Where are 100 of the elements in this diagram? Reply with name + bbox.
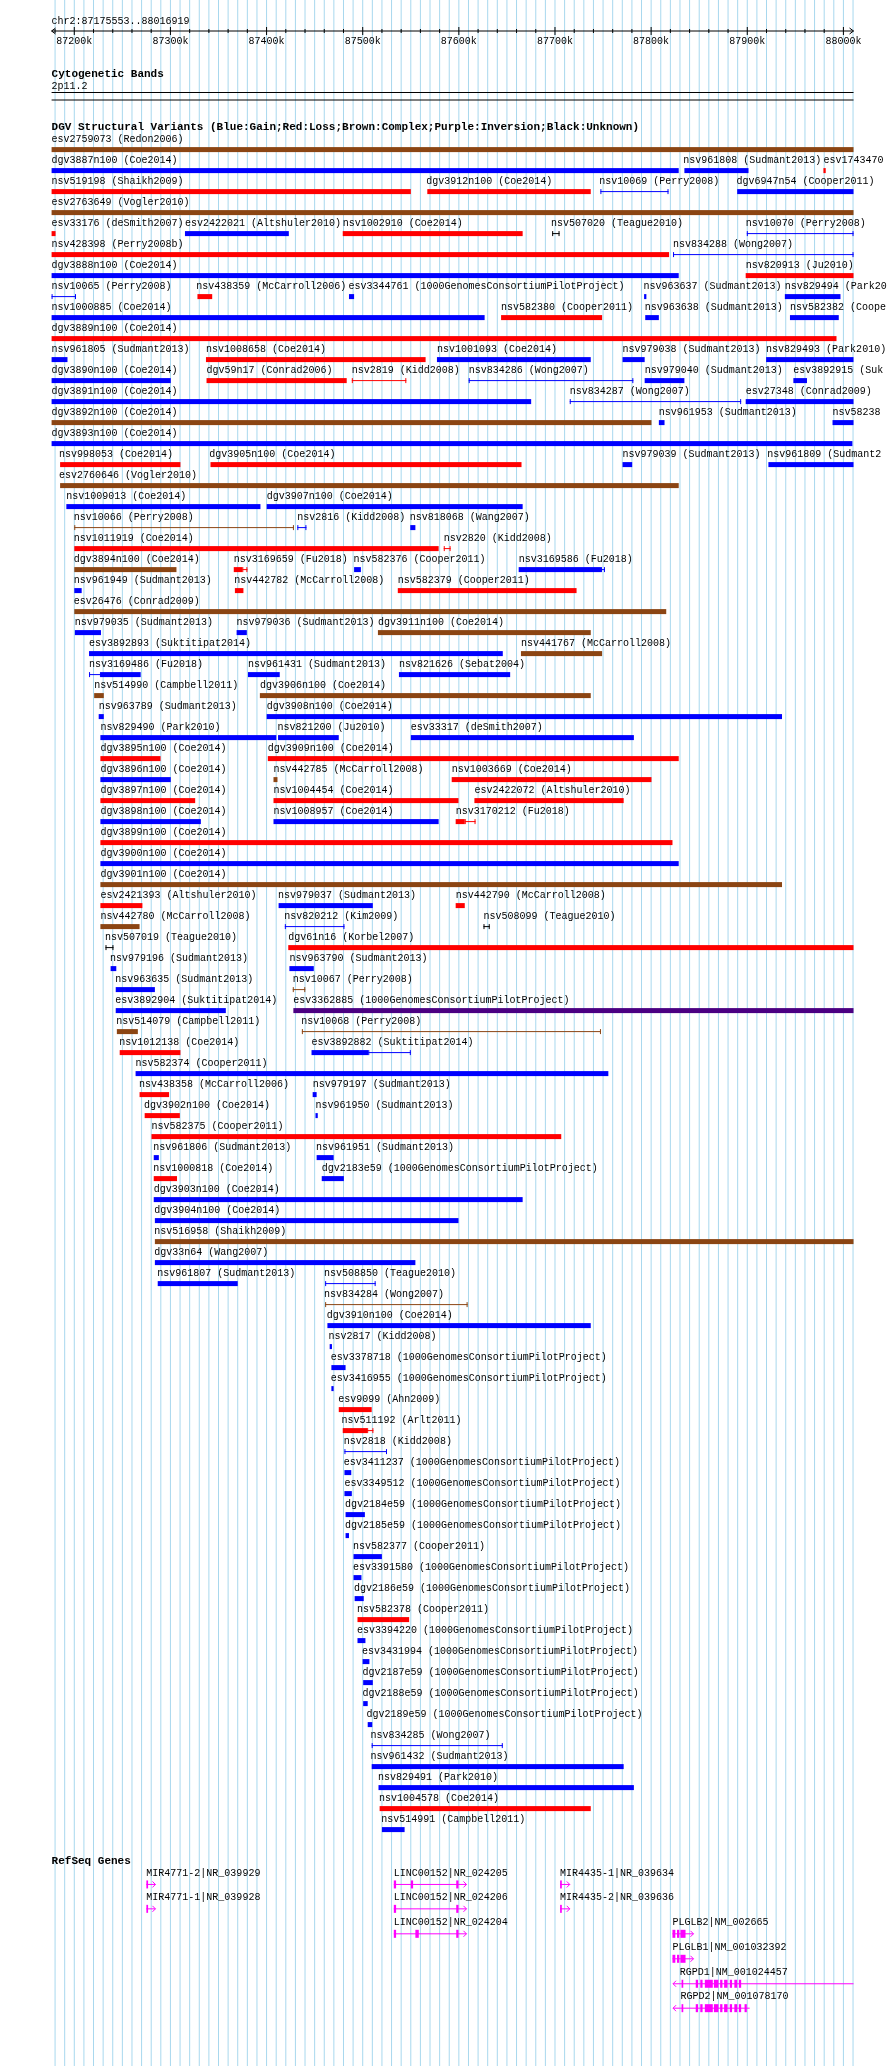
variant-label: dgv3892n100 (Coe2014)	[51, 407, 178, 419]
gene-label: MIR4435-1|NR_039634	[560, 1867, 675, 1879]
variant-label: dgv3909n100 (Coe2014)	[267, 743, 394, 755]
variant-label: dgv3895n100 (Coe2014)	[100, 743, 227, 755]
variant-label: dgv6947n54 (Cooper2011)	[736, 176, 875, 188]
variant-label: nsv961805 (Sudmant2013)	[51, 344, 190, 356]
variant-label: esv3411237 (1000GenomesConsortiumPilotProject)	[343, 1457, 620, 1469]
variant-label: nsv514991 (Campbell2011)	[381, 1814, 526, 1826]
variant-label: esv3892904 (Suktitipat2014)	[115, 995, 278, 1007]
variant-label: nsv829494 (Park20	[784, 281, 887, 293]
variant-label: esv2763649 (Vogler2010)	[51, 197, 190, 209]
variant-label: dgv3901n100 (Coe2014)	[100, 869, 227, 881]
variant-label: esv3431994 (1000GenomesConsortiumPilotProject)	[362, 1646, 639, 1658]
variant-label: nsv961432 (Sudmant2013)	[370, 1751, 509, 1763]
variant-label: esv3892882 (Suktitipat2014)	[311, 1037, 474, 1049]
variant-label: nsv442785 (McCarroll2008)	[273, 764, 424, 776]
tick-label: 87400k	[248, 35, 285, 47]
variant-label: dgv33n64 (Wang2007)	[154, 1247, 269, 1259]
variant-label: nsv1012138 (Coe2014)	[119, 1037, 240, 1049]
variant-label: nsv3169586 (Fu2018)	[518, 554, 633, 566]
variant-label: nsv834284 (Wong2007)	[324, 1289, 445, 1301]
variant-label: nsv2817 (Kidd2008)	[328, 1331, 437, 1343]
variant-label: nsv582379 (Cooper2011)	[397, 575, 530, 587]
variant-label: esv3892893 (Suktitipat2014)	[89, 638, 252, 650]
variant-label: nsv820913 (Ju2010)	[745, 260, 854, 272]
tick-label: 87600k	[440, 35, 477, 47]
variant-label: nsv963789 (Sudmant2013)	[98, 701, 237, 713]
gene-label: RGPD1|NM_001024457	[679, 1966, 788, 1978]
variant-label: nsv2816 (Kidd2008)	[297, 512, 406, 524]
variant-label: nsv2818 (Kidd2008)	[343, 1436, 452, 1448]
variant-label: nsv820212 (Kim2009)	[284, 911, 399, 923]
variant-label: nsv511192 (Arlt2011)	[341, 1415, 462, 1427]
variant-label: nsv829491 (Park2010)	[377, 1772, 498, 1784]
tick-label: 87900k	[729, 35, 766, 47]
variant-label: nsv961808 (Sudmant2013)	[683, 155, 822, 167]
variant-label: nsv1008957 (Coe2014)	[273, 806, 394, 818]
variant-label: nsv3169486 (Fu2018)	[89, 659, 204, 671]
variant-label: dgv3890n100 (Coe2014)	[51, 365, 178, 377]
variant-label: nsv979196 (Sudmant2013)	[110, 953, 249, 965]
variant-label: nsv1004578 (Coe2014)	[379, 1793, 500, 1805]
variant-label: esv33176 (deSmith2007)	[51, 218, 184, 230]
variant-label: dgv3906n100 (Coe2014)	[259, 680, 386, 692]
variant-label: nsv10067 (Perry2008)	[292, 974, 413, 986]
variant-label: nsv58238	[832, 407, 881, 419]
variant-label: nsv2819 (Kidd2008)	[351, 365, 460, 377]
gene-label: LINC00152|NR_024205	[393, 1867, 508, 1879]
variant-label: dgv3911n100 (Coe2014)	[377, 617, 504, 629]
variant-label: dgv3897n100 (Coe2014)	[100, 785, 227, 797]
tick-label: 87800k	[633, 35, 670, 47]
variant-label: nsv582380 (Cooper2011)	[501, 302, 634, 314]
variant-label: nsv1004454 (Coe2014)	[273, 785, 394, 797]
gene-label: MIR4435-2|NR_039636	[560, 1892, 675, 1903]
tick-label: 87500k	[344, 35, 381, 47]
variant-label: nsv508099 (Teague2010)	[483, 911, 616, 923]
gene-label: PLGLB1|NM_001032392	[672, 1941, 787, 1953]
variant-label: nsv442790 (McCarroll2008)	[455, 890, 606, 902]
variant-label: dgv2188e59 (1000GenomesConsortiumPilotProject)	[362, 1688, 639, 1700]
variant-label: esv3344761 (1000GenomesConsortiumPilotProject)	[348, 281, 625, 293]
variant-label: nsv961951 (Sudmant2013)	[316, 1142, 455, 1154]
variant-label: nsv829490 (Park2010)	[100, 722, 221, 734]
variant-label: nsv961953 (Sudmant2013)	[658, 407, 797, 419]
variant-label: nsv582375 (Cooper2011)	[151, 1121, 284, 1133]
track-title: RefSeq Genes	[51, 1855, 131, 1867]
variant-label: nsv979036 (Sudmant2013)	[236, 617, 375, 629]
variant-label: dgv2186e59 (1000GenomesConsortiumPilotProject)	[354, 1583, 631, 1595]
variant-label: nsv979037 (Sudmant2013)	[278, 890, 417, 902]
gene-label: MIR4771-2|NR_039929	[146, 1867, 261, 1879]
variant-label: dgv59n17 (Conrad2006)	[206, 365, 333, 377]
variant-label: nsv1000818 (Coe2014)	[153, 1163, 274, 1175]
variant-label: nsv1000885 (Coe2014)	[51, 302, 172, 314]
variant-label: nsv438358 (McCarroll2006)	[139, 1079, 289, 1091]
variant-label: nsv507019 (Teague2010)	[104, 932, 237, 944]
variant-label: nsv3170212 (Fu2018)	[455, 806, 570, 818]
variant-label: esv26476 (Conrad2009)	[73, 596, 200, 608]
variant-label: nsv961806 (Sudmant2013)	[153, 1142, 292, 1154]
variant-label: nsv438359 (McCarroll2006)	[196, 281, 347, 293]
variant-label: nsv442780 (McCarroll2008)	[100, 911, 251, 923]
variant-label: nsv829493 (Park2010)	[766, 344, 887, 356]
variant-label: dgv2183e59 (1000GenomesConsortiumPilotProject)	[321, 1163, 598, 1175]
variant-label: nsv519198 (Shaikh2009)	[51, 176, 184, 188]
variant-label: nsv818068 (Wang2007)	[409, 512, 530, 524]
gene-label: LINC00152|NR_024204	[393, 1916, 508, 1928]
variant-label: dgv3900n100 (Coe2014)	[100, 848, 227, 860]
variant-label: nsv821200 (Ju2010)	[277, 722, 386, 734]
variant-label: dgv3898n100 (Coe2014)	[100, 806, 227, 818]
variant-label: dgv3912n100 (Coe2014)	[426, 176, 553, 188]
gene-label: LINC00152|NR_024206	[393, 1892, 508, 1903]
variant-label: nsv961807 (Sudmant2013)	[157, 1268, 296, 1280]
variant-label: nsv508850 (Teague2010)	[324, 1268, 457, 1280]
variant-label: esv1743470	[823, 155, 884, 167]
variant-label: dgv3894n100 (Coe2014)	[73, 554, 200, 566]
variant-label: dgv3896n100 (Coe2014)	[100, 764, 227, 776]
variant-label: esv2759073 (Redon2006)	[51, 134, 184, 146]
variant-label: nsv979035 (Sudmant2013)	[74, 617, 213, 629]
variant-label: esv3391580 (1000GenomesConsortiumPilotProject)	[352, 1562, 629, 1574]
variant-label: nsv10068 (Perry2008)	[301, 1016, 422, 1028]
variant-label: nsv1009013 (Coe2014)	[66, 491, 187, 503]
variant-label: esv2422021 (Altshuler2010)	[184, 218, 341, 230]
variant-label: dgv3887n100 (Coe2014)	[51, 155, 178, 167]
variant-label: nsv961809 (Sudmant2	[767, 449, 882, 461]
